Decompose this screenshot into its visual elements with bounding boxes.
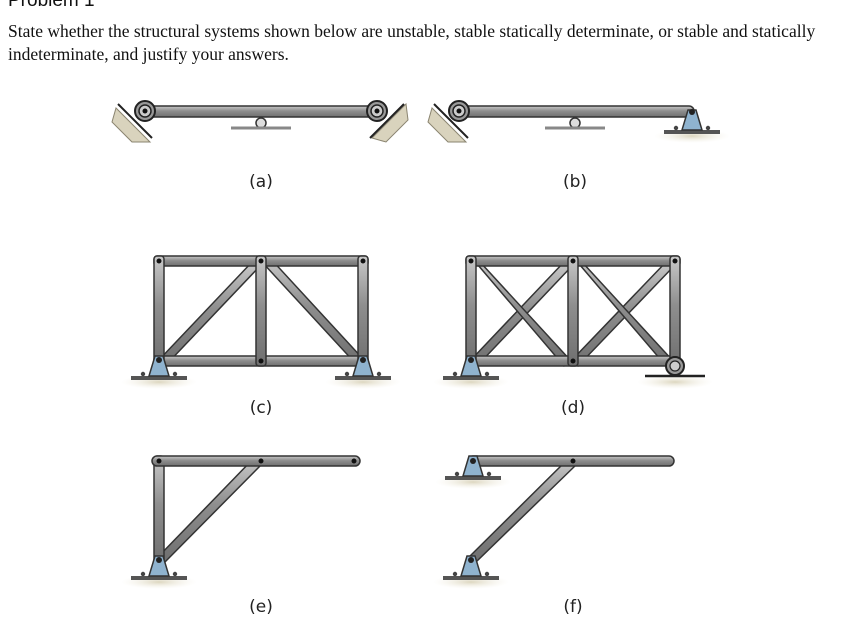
caption-f: (f) (563, 597, 582, 617)
roller-support-right (637, 356, 713, 389)
figure-a: (a) (111, 100, 409, 192)
horizontal-beam (151, 455, 361, 467)
joint (258, 458, 264, 464)
wall-right-edge (369, 103, 405, 139)
pin-support-right (654, 109, 730, 143)
joint (570, 358, 576, 364)
left-post (153, 255, 165, 367)
joint (570, 258, 576, 264)
pin-support-left (433, 355, 509, 389)
caption-e: (e) (249, 597, 273, 617)
beam (457, 105, 695, 118)
pin-support (121, 555, 197, 589)
fixed-pin-left-center (456, 108, 462, 114)
joint (156, 258, 162, 264)
pin-support-upper (435, 455, 511, 489)
caption-b: (b) (563, 172, 587, 192)
right-post (357, 255, 369, 367)
diagonal-right (260, 257, 366, 365)
joint (156, 458, 162, 464)
pin-support-right (325, 355, 401, 389)
joint (570, 458, 576, 464)
joint (351, 458, 357, 464)
caption-c: (c) (250, 398, 273, 418)
wall-left-edge (117, 103, 153, 139)
vertical-member (153, 455, 165, 565)
wall-right (371, 102, 409, 143)
beam (141, 105, 381, 118)
pin-support-left (121, 355, 197, 389)
problem-statement: State whether the structural systems sho… (8, 21, 816, 64)
figure-b: (b) (427, 100, 730, 192)
pin-support-lower (433, 555, 509, 589)
fixed-pin-left-center (142, 108, 148, 114)
joint (258, 358, 264, 364)
wall-left-edge (433, 103, 469, 139)
middle-post (255, 255, 267, 367)
middle-post (567, 255, 579, 367)
figure-d: (d) (433, 255, 713, 418)
joint (672, 258, 678, 264)
problem-heading: Problem 1 (8, 0, 95, 11)
joint (258, 258, 264, 264)
left-post (465, 255, 477, 367)
strut (155, 457, 264, 563)
strut (466, 457, 579, 563)
figure-f: (f) (433, 455, 675, 617)
wall-left (427, 107, 468, 143)
joint (468, 258, 474, 264)
fixed-pin-right-center (374, 108, 380, 114)
diagonal-left (155, 261, 262, 367)
caption-a: (a) (249, 172, 273, 192)
caption-d: (d) (561, 398, 585, 418)
figure-e: (e) (121, 455, 361, 617)
figure-c: (c) (121, 255, 401, 418)
joint (360, 258, 366, 264)
wall-left (111, 107, 152, 143)
right-post (669, 255, 681, 367)
